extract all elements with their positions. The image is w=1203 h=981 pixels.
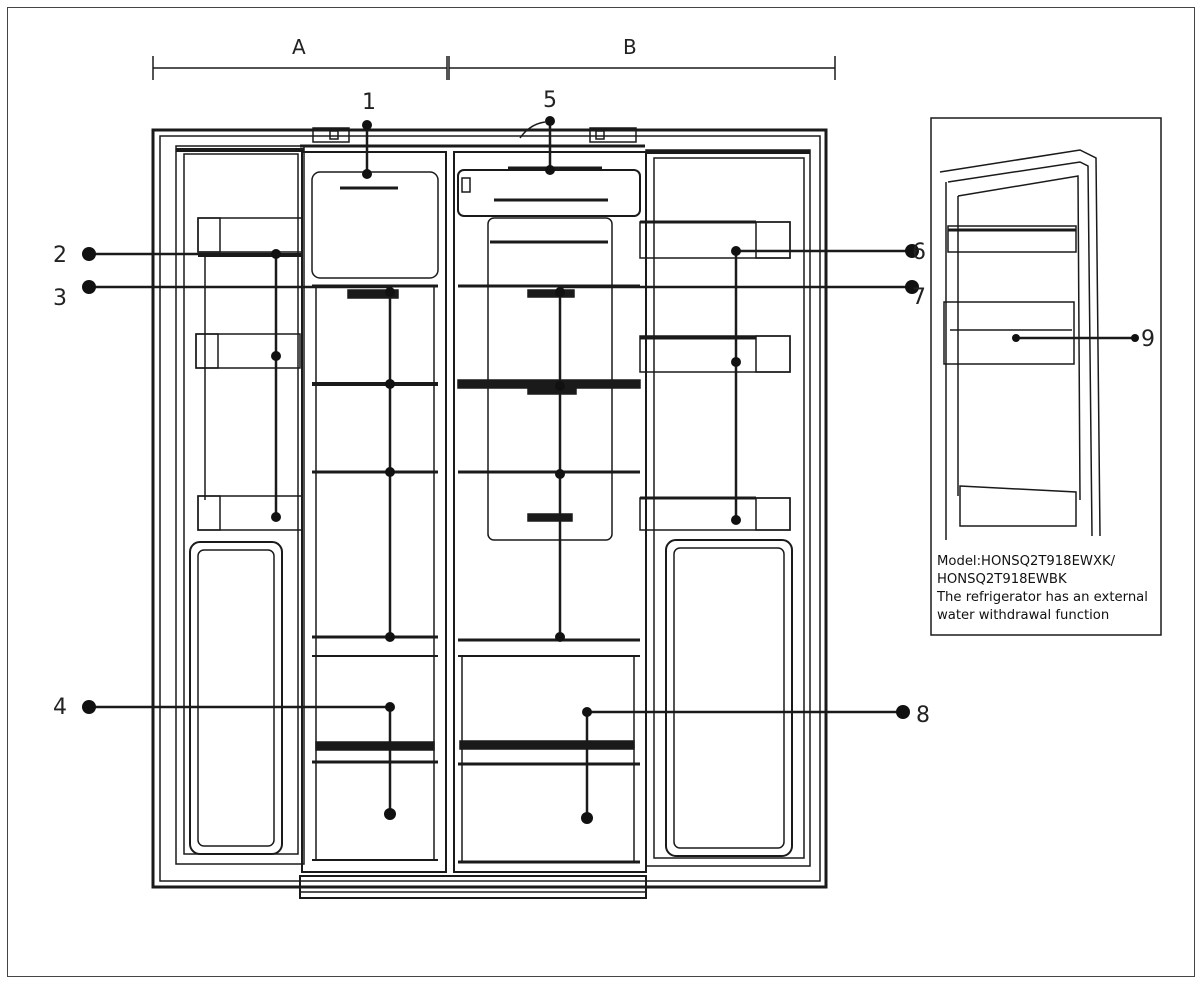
dimension-line-a <box>152 56 448 80</box>
callout-label-5: 5 <box>543 88 557 113</box>
inset-door-detail <box>930 117 1162 636</box>
caption-line-1: Model:HONSQ2T918EWXK/ <box>937 554 1116 569</box>
dimension-label-a: A <box>292 35 306 59</box>
fridge-cabinet <box>151 121 828 899</box>
model-caption: Model:HONSQ2T918EWXK/ HONSQ2T918EWBK The… <box>937 553 1159 625</box>
right-door <box>639 149 811 867</box>
caption-line-4: water withdrawal function <box>937 608 1110 623</box>
freezer-compartment <box>301 151 447 873</box>
callout-label-7: 7 <box>912 285 926 310</box>
callout-label-2: 2 <box>53 243 67 268</box>
callout-label-4: 4 <box>53 695 67 720</box>
dimension-label-b: B <box>623 35 637 59</box>
caption-line-3: The refrigerator has an external <box>937 590 1148 605</box>
dimension-line-b <box>448 56 836 80</box>
fridge-compartment <box>453 151 647 873</box>
callout-dots <box>82 116 1139 824</box>
callout-label-9: 9 <box>1141 327 1155 352</box>
callout-leaders <box>89 121 1135 818</box>
diagram-frame <box>7 7 1195 977</box>
callout-label-8: 8 <box>916 703 930 728</box>
callout-label-1: 1 <box>362 90 376 115</box>
caption-line-2: HONSQ2T918EWBK <box>937 572 1067 587</box>
callout-label-3: 3 <box>53 286 67 311</box>
callout-label-6: 6 <box>912 240 926 265</box>
